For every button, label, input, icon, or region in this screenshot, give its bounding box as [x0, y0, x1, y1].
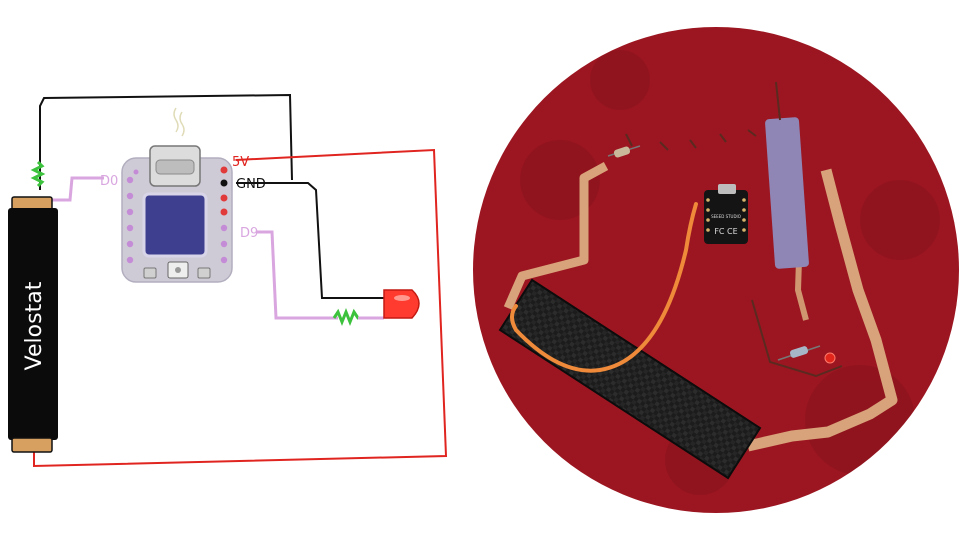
copper-tape-right: [746, 168, 898, 452]
d0-signal-wire: [52, 176, 104, 202]
microcontroller-board: [121, 107, 233, 283]
felt-strip: [765, 117, 809, 269]
velostat-label: Velostat: [22, 281, 47, 370]
label-5v: 5V: [232, 155, 249, 170]
photo-led: [824, 352, 836, 364]
photo-resistor-top: [607, 145, 641, 158]
circuit-schematic: Velostat: [8, 93, 448, 468]
label-gnd: GND: [236, 177, 266, 192]
right-pin-header: [220, 166, 228, 264]
led: [383, 289, 420, 319]
orange-wire: [510, 202, 698, 373]
copper-tape-left: [503, 162, 609, 310]
label-d0: D0: [100, 174, 118, 189]
velostat-sensor: Velostat: [8, 196, 58, 453]
ground-wire-top: [39, 93, 293, 190]
thread-stitches: [625, 81, 843, 378]
resistor-sensor: [30, 160, 46, 188]
circuit-photo: SEEED STUDIO FC CE: [473, 27, 959, 513]
label-d9: D9: [240, 226, 258, 241]
boot-button: [143, 267, 157, 279]
photo-board-marks: FC CE: [714, 227, 737, 236]
resistor-led: [332, 307, 384, 327]
board-screen: [142, 192, 208, 258]
photo-board-silkscreen: SEEED STUDIO: [711, 214, 741, 219]
photo-microcontroller: SEEED STUDIO FC CE: [704, 184, 748, 244]
d9-signal-wire: [256, 230, 338, 320]
photo-resistor-bottom: [777, 345, 821, 361]
power-wire: [33, 148, 448, 468]
left-pin-header: [126, 169, 139, 264]
ground-wire-led: [236, 182, 384, 299]
